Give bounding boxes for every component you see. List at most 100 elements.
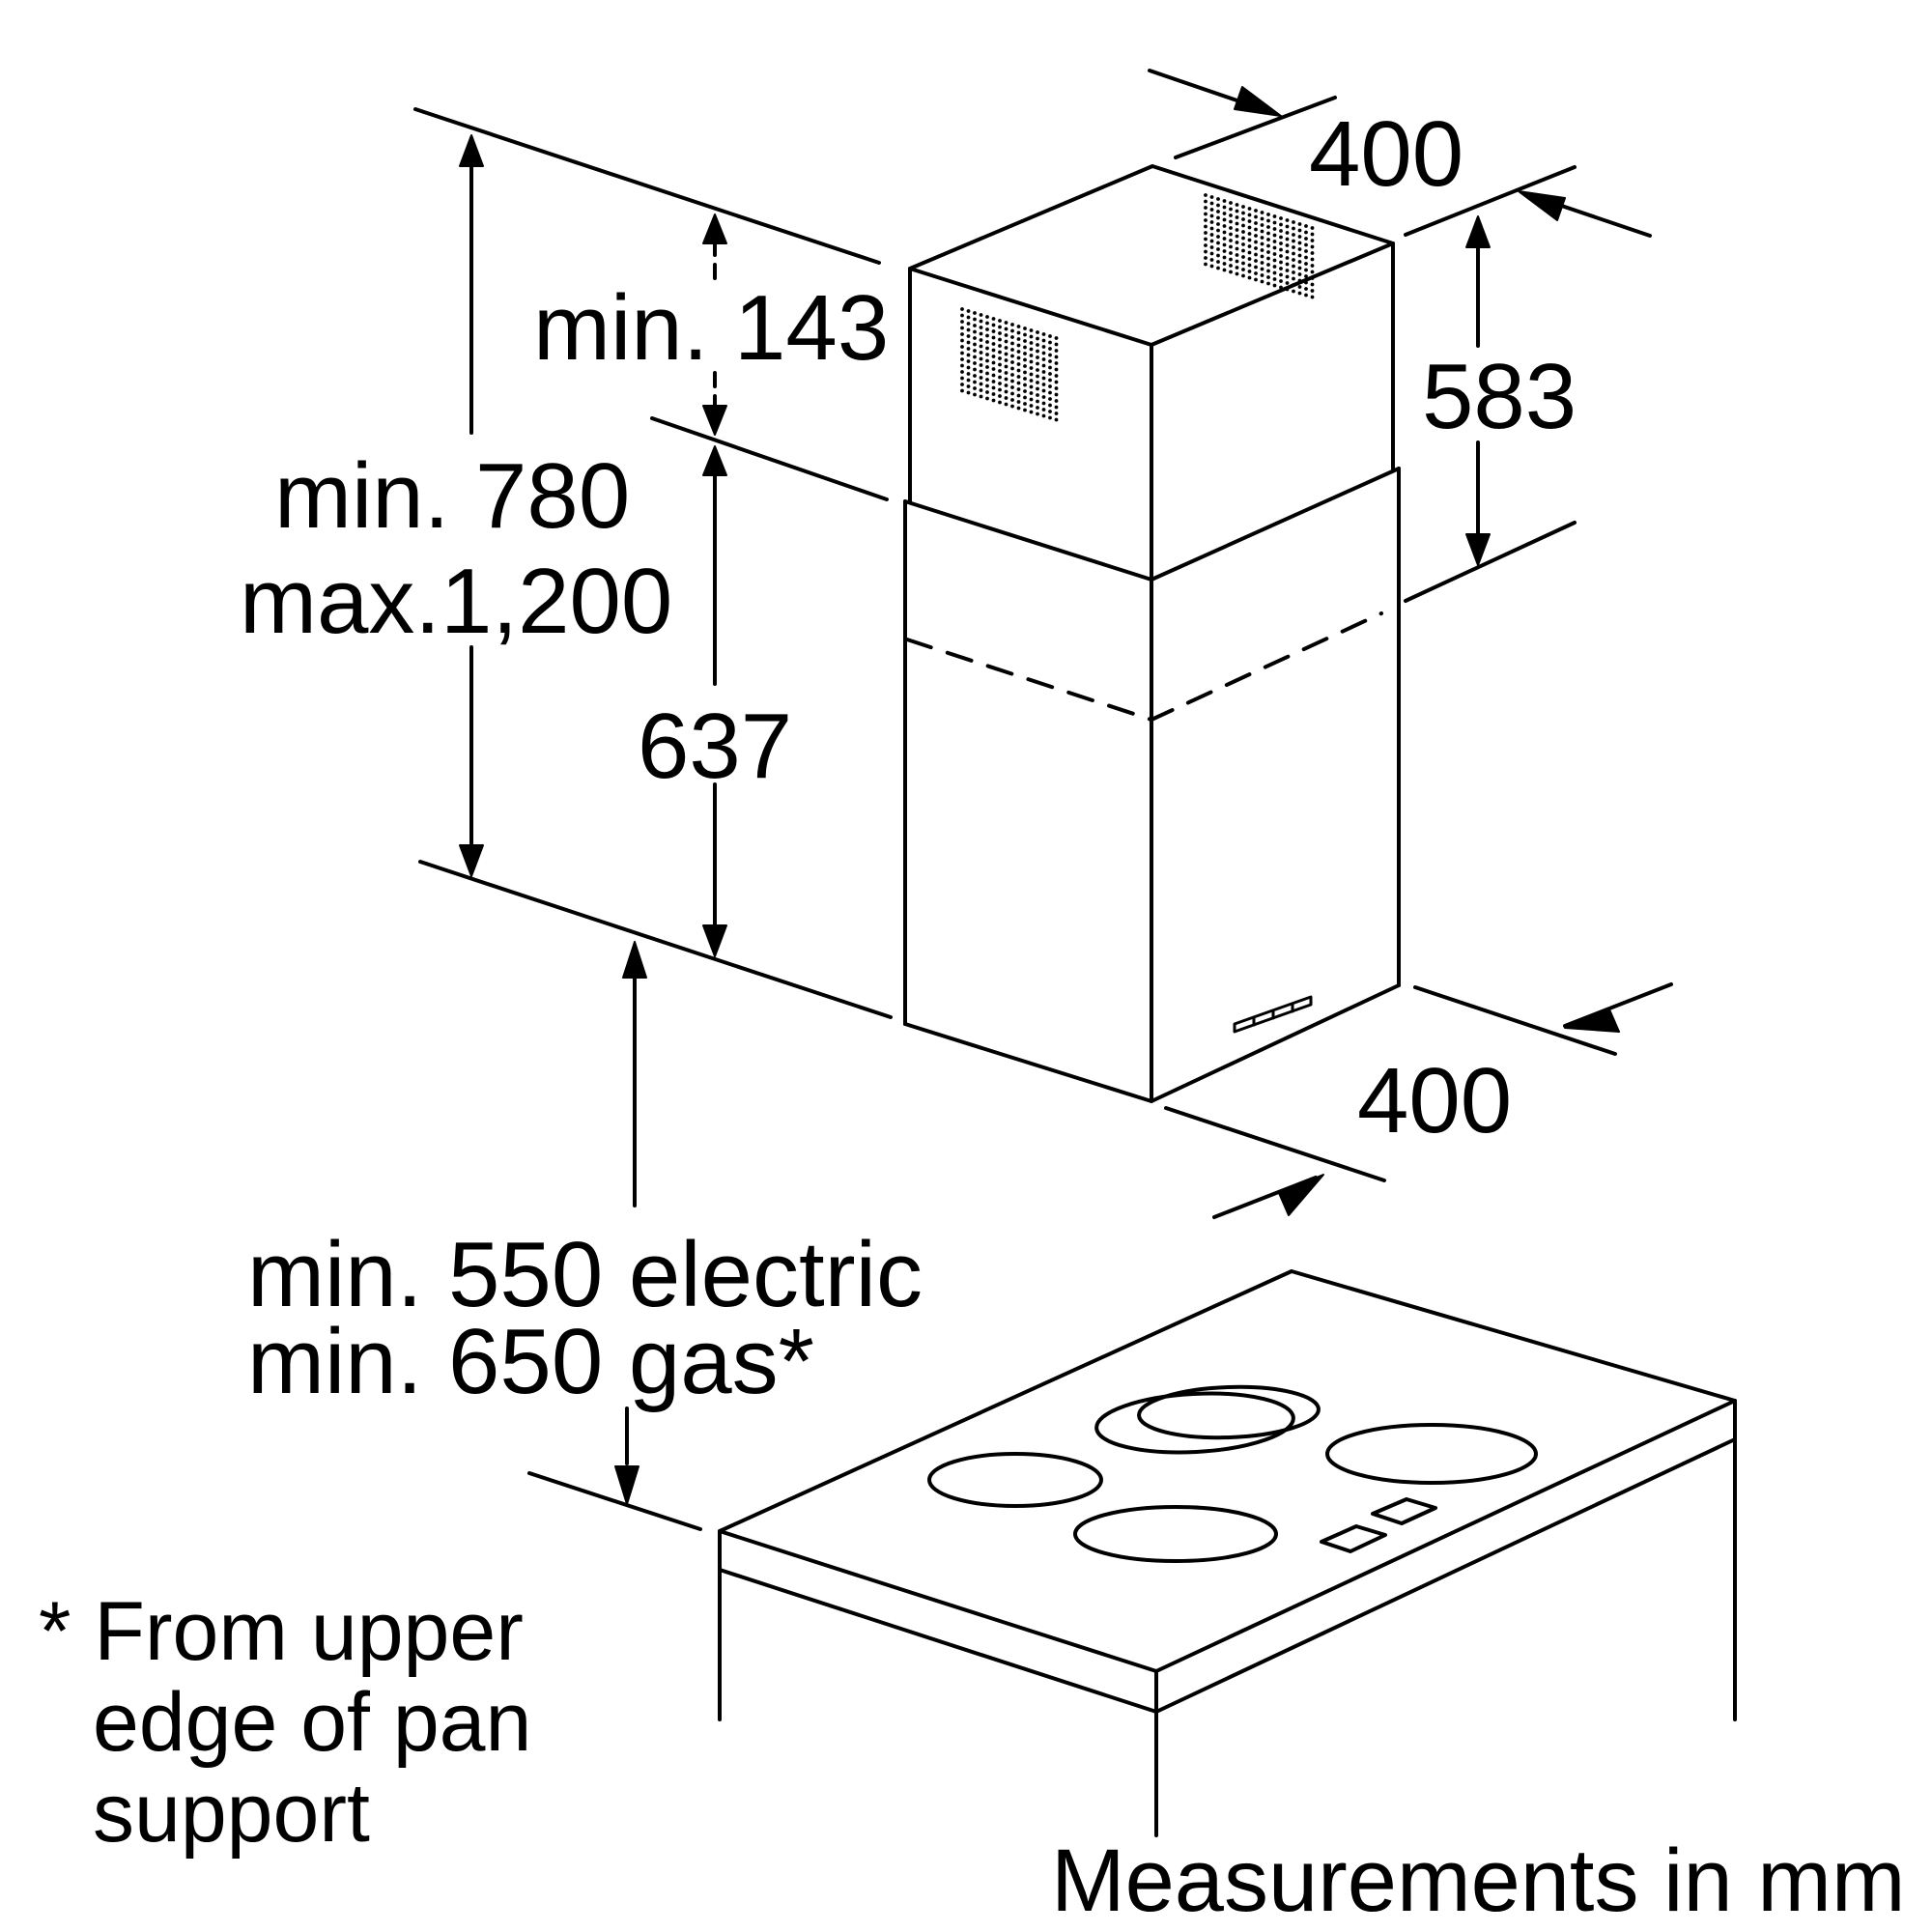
vent-hole [1041,351,1046,355]
vent-hole [998,344,1002,348]
vent-hole [1297,241,1302,245]
vent-hole [985,396,989,401]
vent-hole [1247,213,1252,217]
vent-hole [1272,233,1277,238]
vent-hole [1222,249,1227,253]
vent-hole [1272,252,1277,256]
total-height-arrowhead-top [459,134,484,167]
vent-hole [1247,238,1252,242]
vent-hole [1247,275,1252,280]
vent-hole [979,356,983,361]
vent-hole [1279,247,1283,252]
vent-hole [1216,260,1220,264]
vent-hole [1054,336,1059,340]
vent-hole [1279,260,1283,265]
vent-hole [973,374,977,378]
vent-hole [1247,219,1252,223]
vent-hole [960,376,964,381]
hob-control-left [1320,1524,1387,1553]
vent-hole [985,327,989,331]
vent-hole [1304,242,1308,247]
vent-hole [1254,265,1258,270]
hob-clearance-arrowhead-bottom [614,1465,639,1505]
vent-hole [1048,353,1052,357]
vent-hole [1285,281,1290,285]
vent-hole [1229,257,1233,262]
vent-hole [1310,264,1315,268]
vent-hole [1016,406,1021,411]
vent-hole [985,321,989,326]
vent-hole [979,313,983,317]
vent-hole [979,331,983,336]
dimension-labels: 400 min. 143 583 min. 780 max.1,200 637 … [39,102,1905,1930]
vent-hole [1204,206,1208,210]
vent-hole [1054,361,1059,365]
vent-hole [1222,224,1227,228]
vent-hole [1285,218,1290,222]
vent-hole [991,317,996,321]
vent-hole [1285,231,1290,235]
vent-hole [1048,372,1052,376]
vent-hole [1260,223,1264,227]
vent-hole [1209,208,1214,212]
vent-hole [1292,245,1295,249]
vent-hole [960,363,964,368]
vent-hole [1010,328,1014,333]
vent-hole [1209,233,1214,237]
vent-hole [1272,265,1277,269]
vent-hole [960,370,964,374]
vent-hole [1216,235,1220,239]
vent-hole [1279,279,1283,283]
vent-hole [998,387,1002,392]
burner-front-right [1073,1505,1278,1563]
vent-hole [998,319,1002,323]
vent-hole [1304,293,1308,298]
bottom-depth-arrowhead-left [1278,1174,1324,1216]
vent-hole [991,367,996,371]
vent-hole [979,369,983,374]
vent-hole [998,337,1002,342]
vent-hole [1285,243,1290,247]
vent-hole [1292,270,1295,274]
vent-hole [1222,242,1227,247]
vent-hole [1260,236,1264,240]
vent-hole [1247,207,1252,211]
vent-hole [1216,197,1220,201]
vent-hole [985,358,989,363]
control-panel-strip [1233,995,1313,1034]
vent-hole [1054,417,1059,422]
vent-hole [1241,223,1245,228]
vent-hole [1016,325,1021,328]
vent-hole [1229,201,1233,205]
vent-hole [1023,352,1027,355]
vent-hole [1222,255,1227,260]
vent-hole [1023,389,1027,393]
vent-hole [1041,370,1046,374]
vent-hole [1247,232,1252,236]
hood-bottom-reference-line [418,860,893,1019]
vent-hole [985,340,989,344]
vent-hole [1023,339,1027,343]
bottom-depth-reference-left [1164,1106,1386,1182]
vent-hole [1297,266,1302,270]
vent-hole [1048,340,1052,345]
vent-hole [1229,219,1233,224]
vent-hole [1285,269,1290,272]
vent-hole [1247,244,1252,248]
vent-hole [1241,248,1245,253]
vent-hole [1260,279,1264,284]
vent-hole [1241,268,1245,271]
vent-hole [1241,261,1245,266]
vent-hole [1010,335,1014,339]
vent-hole [1279,242,1283,245]
min-gap-label: min. 143 [533,276,889,380]
vent-hole [1036,355,1039,359]
vent-hole [1048,347,1052,351]
vent-hole [1297,228,1302,233]
vent-hole [985,371,989,376]
vent-hole [1048,334,1052,338]
vent-hole [1054,405,1059,410]
vent-hole [1010,341,1014,346]
vent-hole [1297,260,1302,264]
vent-hole [973,386,977,390]
